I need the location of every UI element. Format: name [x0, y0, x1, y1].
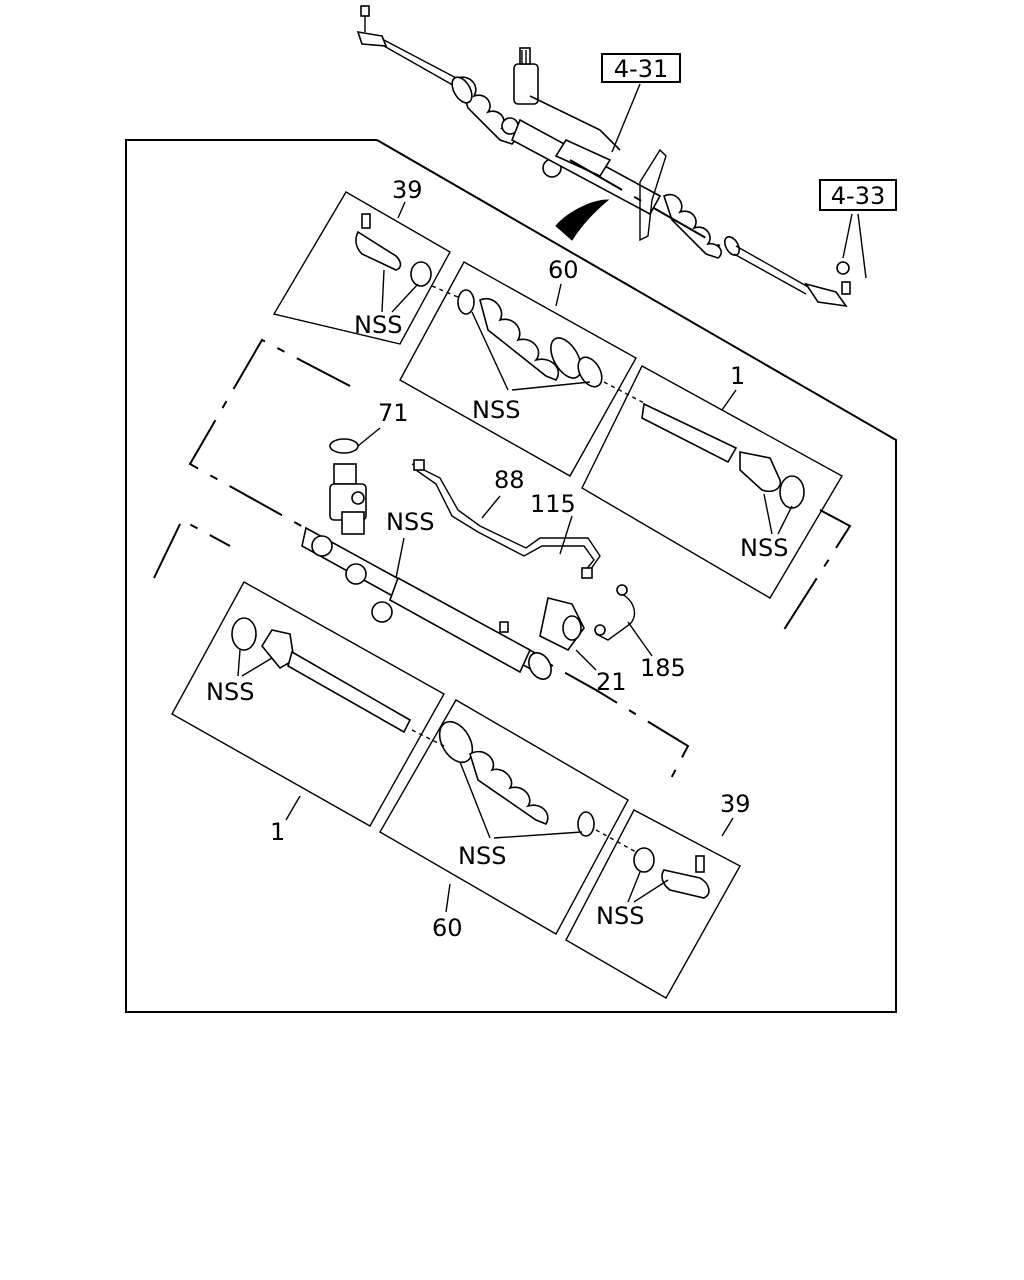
inner-tie-rod-part-left	[231, 617, 412, 734]
boot-part-top	[457, 289, 603, 388]
group-60-bottom-box	[379, 699, 629, 935]
boot-part-bottom	[438, 720, 595, 837]
bushing-21-part	[539, 597, 585, 652]
pipe-88-115-part	[411, 459, 601, 579]
center-group-box	[188, 338, 690, 789]
label-1-right: 1	[730, 362, 745, 390]
inner-tie-rod-part-right	[641, 402, 805, 509]
label-60-top: 60	[548, 256, 579, 284]
ref-box-4-33[interactable]: 4-33	[819, 179, 897, 211]
group-39-top-box	[272, 191, 451, 345]
clamp-185-part	[594, 584, 636, 641]
ref-box-4-31[interactable]: 4-31	[601, 53, 681, 83]
label-60-bottom: 60	[432, 914, 463, 942]
assembled-rack-illustration	[356, 5, 851, 308]
label-71: 71	[378, 399, 409, 427]
o-ring-71	[329, 438, 359, 454]
nss-label-top-left: NSS	[354, 311, 402, 339]
tie-rod-end-part-top	[355, 213, 432, 287]
nss-label-boot-bottom: NSS	[458, 842, 506, 870]
nss-label-bottom-right: NSS	[596, 902, 644, 930]
nss-label-left: NSS	[206, 678, 254, 706]
ref-label-4-33: 4-33	[831, 182, 885, 210]
main-frame	[125, 139, 897, 1013]
group-39-bottom-box	[565, 809, 741, 999]
label-21: 21	[596, 668, 627, 696]
label-115: 115	[530, 490, 576, 518]
tie-rod-end-part-bottom	[633, 847, 710, 899]
group-1-right-box	[581, 365, 843, 599]
label-185: 185	[640, 654, 686, 682]
label-39-top: 39	[392, 176, 423, 204]
label-39-bottom: 39	[720, 790, 751, 818]
group-60-top-box	[399, 261, 637, 477]
label-1-left: 1	[270, 818, 285, 846]
nss-label-housing: NSS	[386, 508, 434, 536]
valve-housing-part	[301, 463, 552, 680]
label-88: 88	[494, 466, 525, 494]
exploded-view-arrow	[555, 199, 610, 241]
nss-label-right: NSS	[740, 534, 788, 562]
ref-label-4-31: 4-31	[614, 55, 668, 83]
group-1-left-box	[171, 581, 445, 827]
nss-label-boot-top: NSS	[472, 396, 520, 424]
